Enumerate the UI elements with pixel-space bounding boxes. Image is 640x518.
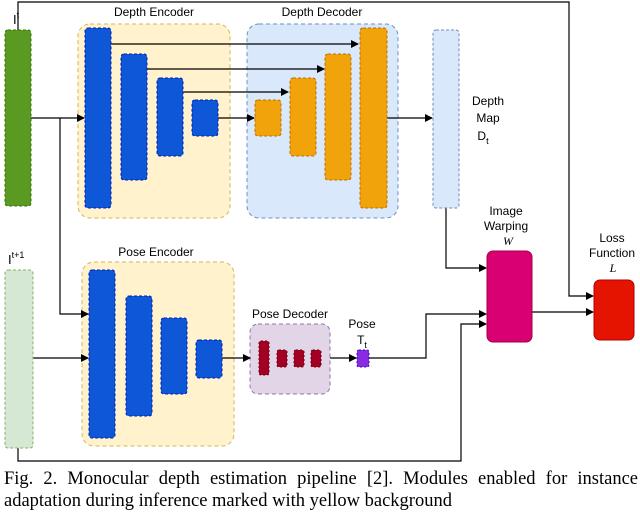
svg-text:Map: Map — [476, 111, 500, 125]
loss-function-label: Loss Function L — [589, 231, 635, 275]
pose-encoder-block-4 — [195, 339, 223, 379]
svg-text:Warping: Warping — [484, 219, 528, 233]
depth-map-label: Depth Map Dt — [472, 94, 504, 146]
svg-text:Image: Image — [489, 204, 523, 218]
pose-decoder-block-2 — [276, 349, 288, 368]
pose-vector-block — [356, 349, 370, 368]
depth-decoder-blocks — [254, 27, 388, 209]
pose-decoder-block-4 — [310, 349, 322, 368]
depth-encoder-label: Depth Encoder — [114, 5, 194, 19]
pipeline-diagram: Depth Encoder Depth Decoder Pose Encoder… — [4, 1, 635, 462]
loss-function-block — [593, 279, 635, 341]
pose-encoder-block-2 — [125, 295, 153, 417]
svg-text:Dt: Dt — [477, 129, 489, 146]
figure-caption: Fig. 2. Monocular depth estimation pipel… — [4, 469, 638, 511]
svg-text:Function: Function — [589, 246, 635, 260]
svg-text:W: W — [503, 234, 514, 248]
pose-encoder-blocks — [88, 269, 223, 439]
depth-encoder-block-4 — [191, 99, 219, 137]
svg-text:L: L — [609, 261, 617, 275]
svg-text:Loss: Loss — [599, 231, 624, 245]
pose-encoder-block-1 — [88, 269, 116, 439]
pose-encoder-block-3 — [160, 317, 188, 395]
image-warping-block — [486, 250, 533, 343]
depth-decoder-block-1 — [254, 99, 282, 137]
svg-text:Pose: Pose — [348, 317, 376, 331]
depth-decoder-label: Depth Decoder — [282, 5, 363, 19]
depth-decoder-block-4 — [359, 27, 388, 209]
depth-map-block — [432, 29, 460, 209]
input-image-it1 — [4, 269, 34, 449]
pose-label: Pose Tt — [348, 317, 376, 350]
input-it-label: It — [13, 10, 20, 27]
depth-encoder-block-1 — [84, 27, 112, 209]
pose-decoder-block-3 — [293, 349, 305, 368]
image-warping-label: Image Warping W — [484, 204, 528, 248]
connections — [17, 1, 594, 462]
pose-decoder-label: Pose Decoder — [252, 307, 328, 321]
pose-decoder-blocks — [258, 340, 322, 376]
pose-decoder-block-1 — [258, 340, 270, 376]
svg-text:Tt: Tt — [357, 333, 367, 350]
depth-encoder-block-2 — [120, 53, 148, 181]
pose-encoder-background — [81, 261, 235, 447]
depth-encoder-blocks — [84, 27, 219, 209]
input-it1-label: It+1 — [8, 250, 24, 267]
depth-decoder-block-2 — [289, 77, 317, 157]
pose-encoder-label: Pose Encoder — [118, 245, 193, 259]
depth-encoder-block-3 — [156, 77, 184, 157]
depth-decoder-block-3 — [324, 53, 352, 181]
input-image-it — [4, 29, 32, 207]
svg-text:Depth: Depth — [472, 94, 504, 108]
